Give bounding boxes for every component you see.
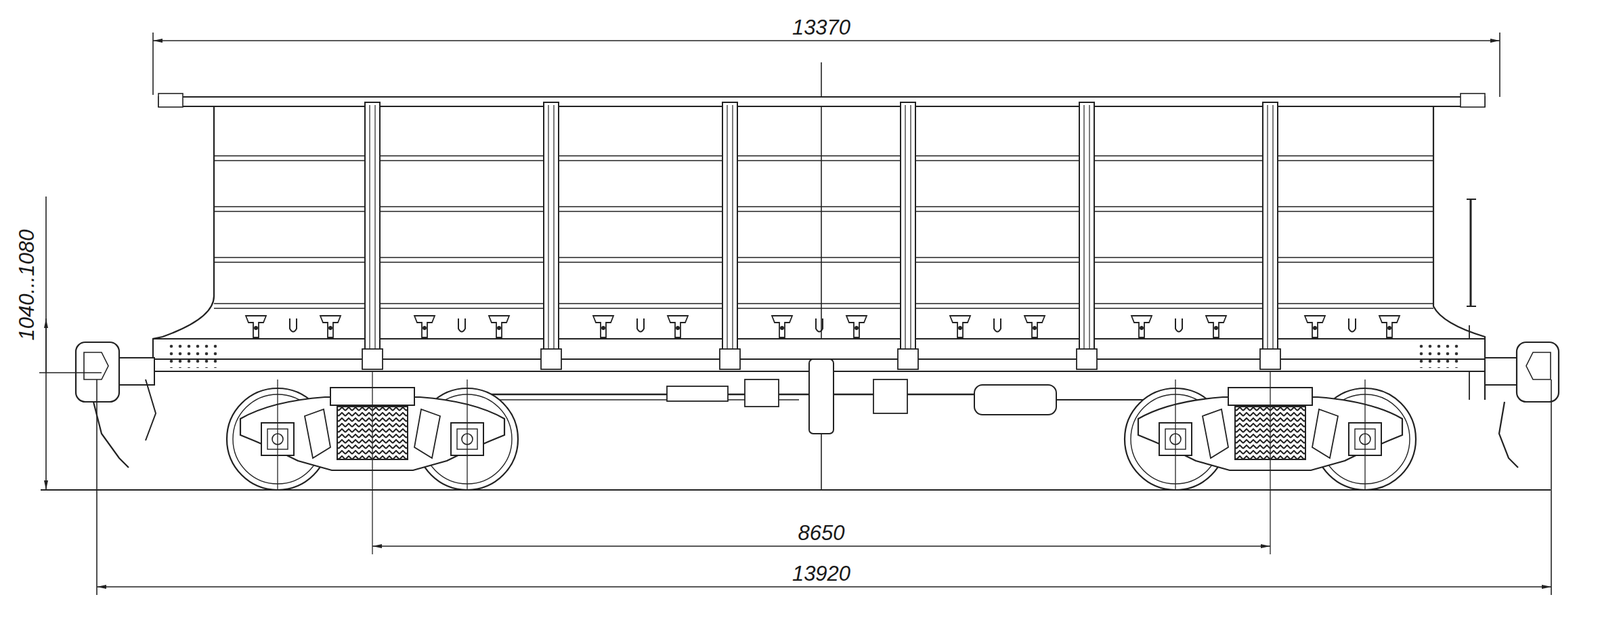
dimension-label: 8650 xyxy=(795,522,848,544)
rail-line xyxy=(40,488,1551,491)
dimension-label: 13370 xyxy=(789,16,854,38)
dimension-label: 1040...1080 xyxy=(16,226,38,343)
axle-center-lines xyxy=(277,371,1366,554)
dimension-label: 13920 xyxy=(789,562,854,584)
bogies xyxy=(226,387,1416,490)
coupler-left xyxy=(75,341,156,468)
dimension-13370 xyxy=(153,32,1500,97)
dimension-height xyxy=(39,196,102,490)
side-stakes xyxy=(362,102,1281,370)
dimension-13920 xyxy=(96,379,1552,595)
car-body xyxy=(153,93,1485,400)
coupler-right xyxy=(1484,341,1559,468)
brake-equipment xyxy=(487,358,1152,434)
dimension-8650 xyxy=(372,545,1271,547)
hatch-latches xyxy=(242,315,1403,339)
